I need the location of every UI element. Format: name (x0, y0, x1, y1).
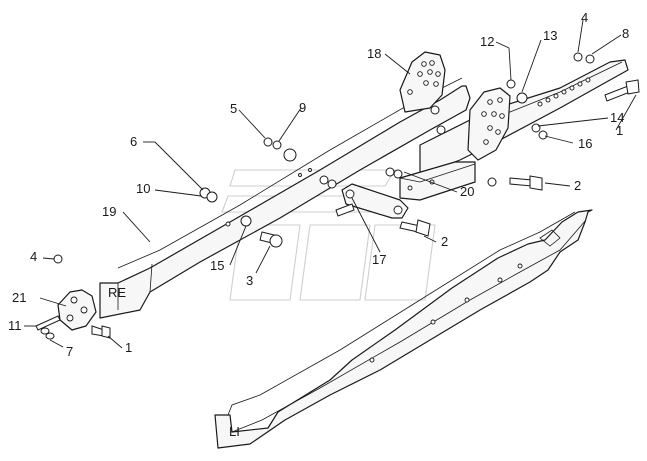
callout-20: 20 (460, 184, 474, 199)
callout-21: 21 (12, 290, 26, 305)
callout-6: 6 (130, 134, 137, 149)
callout-4-left: 4 (30, 249, 37, 264)
support-part-20 (399, 161, 476, 201)
callout-16: 16 (578, 136, 592, 151)
bracket-plate-18 (399, 51, 446, 113)
bracket-plate-front (467, 87, 511, 161)
callout-19: 19 (102, 204, 116, 219)
callout-9: 9 (299, 100, 306, 115)
callout-12: 12 (480, 34, 494, 49)
callout-8: 8 (622, 26, 629, 41)
leader-lines (24, 19, 637, 349)
fasteners (35, 52, 640, 340)
callout-7: 7 (66, 344, 73, 359)
left-frame-rail (214, 209, 593, 449)
callout-4-top: 4 (581, 10, 588, 25)
callout-3: 3 (246, 273, 253, 288)
link-arm-17 (341, 183, 409, 219)
side-label-left: LI (229, 424, 240, 439)
callout-labels: 4 8 18 12 13 5 9 6 14 1 16 10 19 20 2 2 … (8, 10, 629, 359)
callout-15: 15 (210, 258, 224, 273)
callout-1-left: 1 (125, 340, 132, 355)
callout-2-middle: 2 (441, 234, 448, 249)
callout-10: 10 (136, 181, 150, 196)
side-label-right: RE (108, 285, 126, 300)
callout-1-right: 1 (616, 123, 623, 138)
callout-18: 18 (367, 46, 381, 61)
callout-11: 11 (8, 318, 22, 333)
callout-17: 17 (372, 252, 386, 267)
callout-13: 13 (543, 28, 557, 43)
callout-14: 14 (610, 110, 624, 125)
callout-5: 5 (230, 101, 237, 116)
callout-2-right: 2 (574, 178, 581, 193)
